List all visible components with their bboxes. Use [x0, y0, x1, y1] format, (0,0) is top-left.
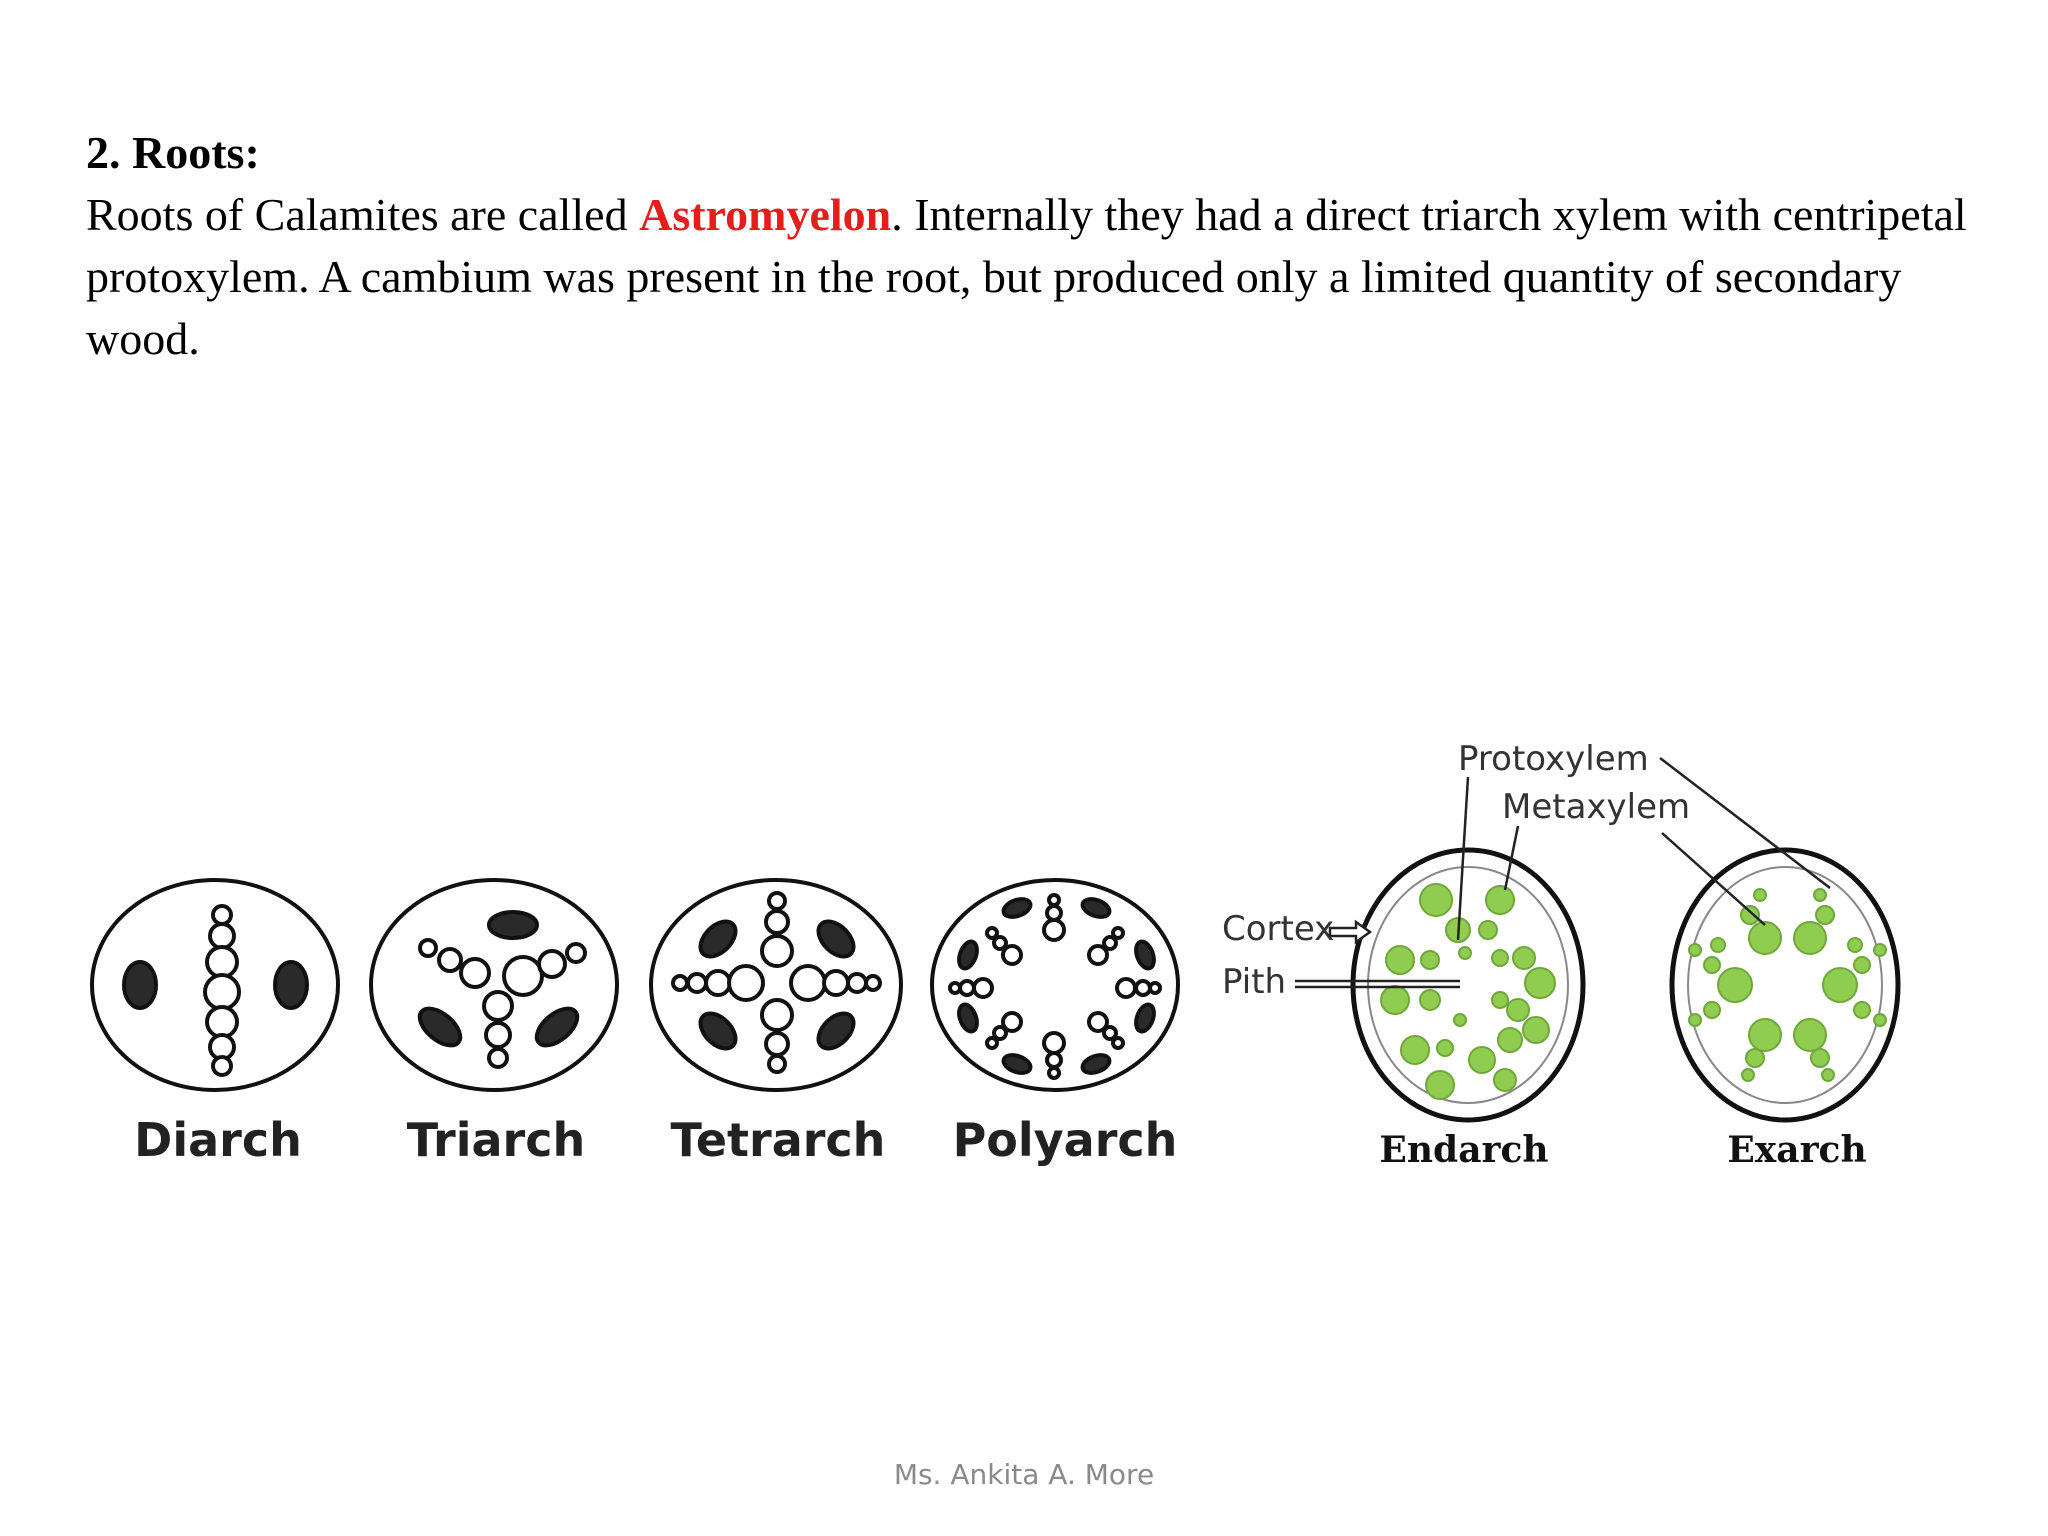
astromyelon-highlight: Astromyelon: [639, 189, 892, 240]
diarch-diagram: [90, 878, 340, 1092]
slide-footer: Ms. Ankita A. More: [893, 1458, 1155, 1491]
metaxylem-label: Metaxylem: [1502, 787, 1690, 827]
triarch-diagram: [369, 878, 619, 1092]
paragraph-text-start: Roots of Calamites are called: [86, 189, 640, 240]
polyarch-label: Polyarch: [953, 1113, 1178, 1167]
slide-paragraph: Roots of Calamites are called Astromyelo…: [86, 184, 1986, 370]
tetrarch-diagram: [649, 878, 903, 1092]
exarch-label: Exarch: [1727, 1129, 1866, 1171]
diarch-label: Diarch: [134, 1113, 302, 1167]
endarch-diagram: [1350, 847, 1586, 1123]
triarch-label: Triarch: [407, 1113, 586, 1167]
cortex-label: Cortex: [1222, 909, 1334, 949]
pith-label: Pith: [1222, 962, 1286, 1002]
tetrarch-label: Tetrarch: [671, 1113, 886, 1167]
exarch-diagram: [1669, 847, 1901, 1123]
polyarch-diagram: [930, 878, 1180, 1092]
endarch-label: Endarch: [1379, 1129, 1548, 1171]
paragraph-text-end: . Internally they had a direct triarch x…: [86, 189, 1967, 364]
slide-heading: 2. Roots:: [86, 127, 260, 178]
protoxylem-label: Protoxylem: [1458, 739, 1649, 779]
callout-leader-lines: [1295, 757, 1831, 989]
